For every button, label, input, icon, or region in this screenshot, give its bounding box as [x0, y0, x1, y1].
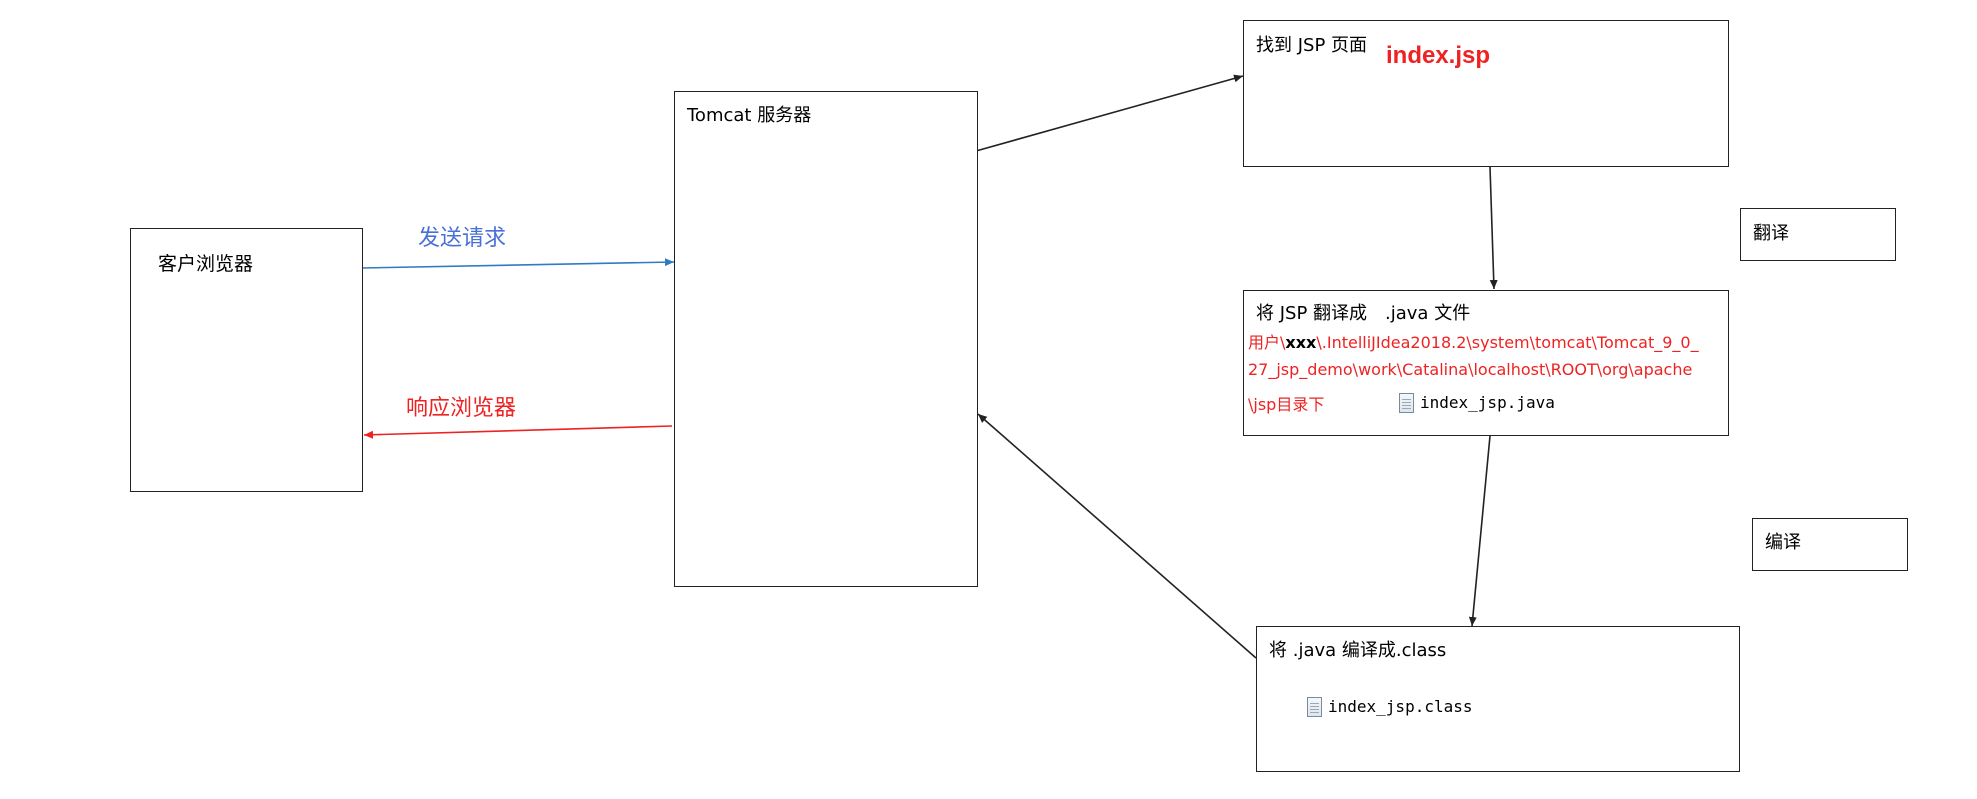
work-path-user: xxx	[1285, 333, 1317, 352]
find-jsp-box: 找到 JSP 页面 index.jsp	[1243, 20, 1729, 167]
request-arrow	[361, 258, 675, 269]
find-jsp-label: 找到 JSP 页面	[1256, 35, 1368, 56]
response-arrow	[363, 425, 673, 439]
translate-to-compile-arrow	[1468, 435, 1491, 627]
send-request-label: 发送请求	[418, 226, 507, 251]
work-path-line-3: \jsp目录下	[1248, 395, 1325, 414]
translate-step-box: 翻译	[1740, 208, 1896, 261]
respond-browser-label: 响应浏览器	[406, 396, 517, 421]
tomcat-server-label: Tomcat 服务器	[687, 105, 812, 126]
tomcat-server-box: Tomcat 服务器	[674, 91, 978, 587]
index-jsp-highlight: index.jsp	[1386, 42, 1491, 69]
tomcat-to-find-arrow	[975, 74, 1244, 152]
translate-box-label: 将 JSP 翻译成 .java 文件	[1256, 303, 1471, 324]
compile-step-label: 编译	[1765, 532, 1801, 553]
work-path-prefix: 用户\	[1248, 333, 1286, 352]
find-to-translate-arrow	[1489, 166, 1498, 290]
translate-box: 将 JSP 翻译成 .java 文件 用户\xxx\.IntelliJIdea2…	[1243, 290, 1729, 436]
client-browser-label: 客户浏览器	[158, 253, 254, 275]
work-path-line-2: 27_jsp_demo\work\Catalina\localhost\ROOT…	[1248, 360, 1693, 379]
compile-box-label: 将 .java 编译成.class	[1269, 640, 1447, 661]
compile-step-box: 编译	[1752, 518, 1908, 571]
compile-to-tomcat-arrow	[977, 413, 1257, 659]
compile-box: 将 .java 编译成.class index_jsp.class	[1256, 626, 1740, 772]
client-browser-box: 客户浏览器	[130, 228, 363, 492]
class-file-name: index_jsp.class	[1328, 697, 1473, 716]
class-file-item: index_jsp.class	[1307, 695, 1473, 717]
file-icon	[1307, 696, 1322, 717]
work-path-rest: \.IntelliJIdea2018.2\system\tomcat\Tomca…	[1316, 333, 1699, 352]
java-file-name: index_jsp.java	[1420, 393, 1555, 412]
work-path-line-1: 用户\xxx\.IntelliJIdea2018.2\system\tomcat…	[1248, 329, 1699, 353]
file-icon	[1399, 392, 1414, 413]
java-file-item: index_jsp.java	[1399, 391, 1555, 413]
translate-step-label: 翻译	[1753, 223, 1789, 244]
